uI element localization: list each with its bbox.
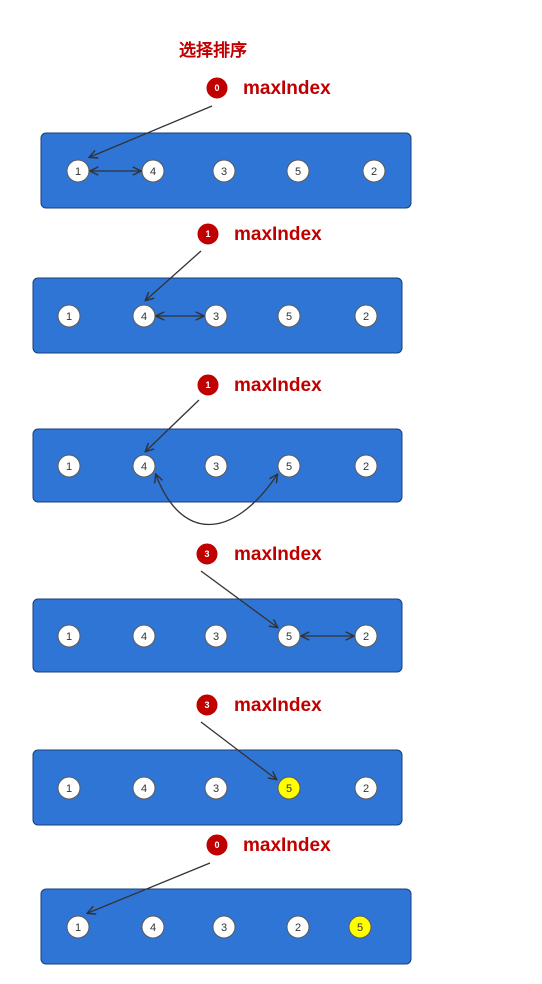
array-element (354, 454, 378, 478)
sort-step-1: 1 4 3 5 2 0 maxIndex (40, 76, 412, 209)
array-element (277, 454, 301, 478)
max-index-pointer-arrow (146, 250, 202, 300)
array-element-value: 3 (213, 783, 219, 795)
array-element-value: 5 (286, 311, 292, 323)
array-element (204, 624, 228, 648)
array-element (57, 776, 81, 800)
max-index-pointer-arrow (146, 399, 200, 451)
max-index-marker (196, 222, 220, 246)
max-index-marker (195, 693, 219, 717)
array-element-value: 2 (363, 461, 369, 473)
max-index-value: 3 (204, 700, 209, 710)
array-element (132, 454, 156, 478)
array-element-value: 4 (141, 631, 147, 643)
array-element (354, 776, 378, 800)
array-element-value: 5 (286, 461, 292, 473)
max-index-value: 1 (205, 229, 210, 239)
array-element-value: 3 (213, 631, 219, 643)
array-element (132, 624, 156, 648)
max-index-marker (205, 833, 229, 857)
max-index-pointer-arrow (90, 105, 213, 157)
max-index-label: maxIndex (243, 78, 331, 99)
max-index-pointer-arrow (88, 862, 211, 913)
array-element-value: 5 (286, 631, 292, 643)
array-element-value: 4 (150, 166, 156, 178)
sort-step-4: 1 4 3 5 2 3 maxIndex (32, 542, 403, 673)
array-element (66, 915, 90, 939)
array-element (286, 915, 310, 939)
array-element (57, 624, 81, 648)
swap-compare-curved-arrow (156, 475, 277, 525)
max-index-pointer-arrow (200, 570, 277, 627)
array-element-value: 1 (66, 631, 72, 643)
max-index-label: maxIndex (243, 835, 331, 856)
array-element (277, 304, 301, 328)
array-element-value: 1 (66, 461, 72, 473)
array-element-value: 4 (141, 311, 147, 323)
max-index-label: maxIndex (234, 224, 322, 245)
array-element (212, 159, 236, 183)
array-element-value: 2 (363, 783, 369, 795)
array-element-value: 5 (357, 922, 363, 934)
array-element-value: 3 (221, 922, 227, 934)
max-index-pointer-arrow (200, 721, 276, 779)
max-index-label: maxIndex (234, 544, 322, 565)
sort-step-6: 1 4 3 2 5 0 maxIndex (40, 833, 412, 965)
array-element-value: 3 (213, 461, 219, 473)
sort-step-3: 1 4 3 5 2 1 maxIndex (32, 373, 403, 525)
array-element-value: 2 (371, 166, 377, 178)
array-element (132, 776, 156, 800)
array-element-value: 4 (141, 461, 147, 473)
array-element-value: 1 (66, 311, 72, 323)
array-element-value: 4 (141, 783, 147, 795)
max-index-marker (196, 373, 220, 397)
max-index-label: maxIndex (234, 375, 322, 396)
array-element-value: 3 (213, 311, 219, 323)
max-index-marker (205, 76, 229, 100)
sort-step-5: 1 4 3 5 2 3 maxIndex (32, 693, 403, 826)
array-element (286, 159, 310, 183)
sort-step-2: 1 4 3 5 2 1 maxIndex (32, 222, 403, 354)
array-element (57, 304, 81, 328)
array-element (204, 776, 228, 800)
array-element-value: 4 (150, 922, 156, 934)
max-index-marker (195, 542, 219, 566)
array-element-value: 5 (295, 166, 301, 178)
max-index-value: 0 (214, 840, 219, 850)
array-element-value: 1 (66, 783, 72, 795)
array-element (362, 159, 386, 183)
array-element-value: 3 (221, 166, 227, 178)
array-element-value: 2 (295, 922, 301, 934)
array-element (57, 454, 81, 478)
array-element-highlighted (348, 915, 372, 939)
array-element-value: 2 (363, 311, 369, 323)
array-element-value: 1 (75, 166, 81, 178)
array-element (354, 304, 378, 328)
array-element (212, 915, 236, 939)
max-index-value: 0 (214, 83, 219, 93)
array-element (141, 915, 165, 939)
max-index-label: maxIndex (234, 695, 322, 716)
array-element-value: 2 (363, 631, 369, 643)
array-element-highlighted (277, 776, 301, 800)
array-element-value: 5 (286, 783, 292, 795)
max-index-value: 3 (204, 549, 209, 559)
diagram-title: 选择排序 (179, 41, 247, 61)
max-index-value: 1 (205, 380, 210, 390)
array-element-value: 1 (75, 922, 81, 934)
